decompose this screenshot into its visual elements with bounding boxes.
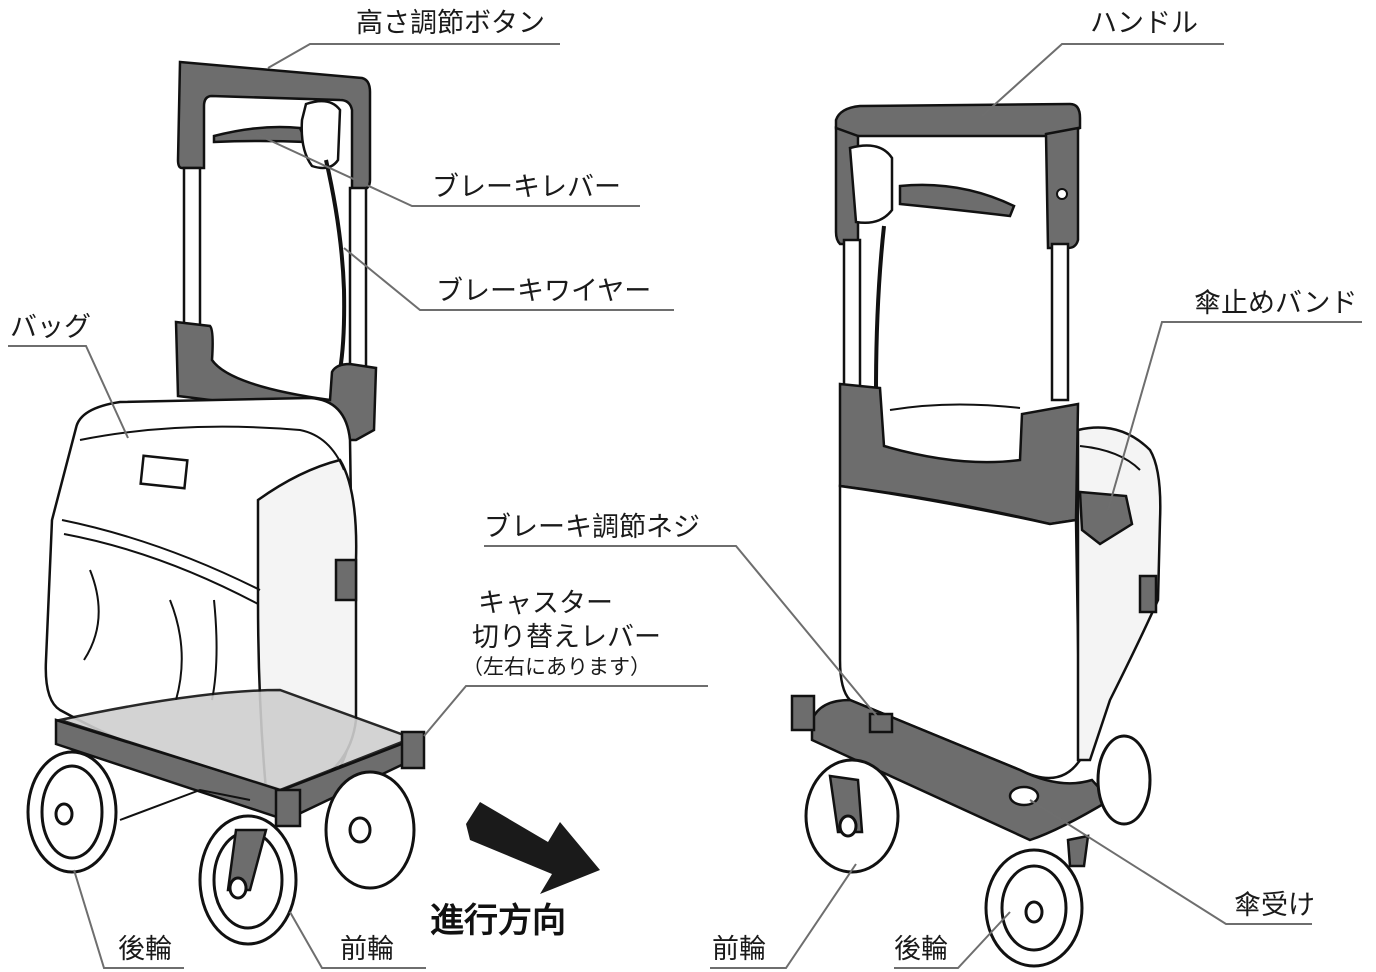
left-caster-lever-front xyxy=(274,788,302,828)
label-rear-wheel-left: 後輪 xyxy=(118,934,172,965)
label-direction: 進行方向 xyxy=(430,901,566,941)
label-caster-line2: 切り替えレバー xyxy=(472,622,661,653)
leader-rear-left xyxy=(73,869,184,969)
label-brake-adjust-screw: ブレーキ調節ネジ xyxy=(484,512,700,543)
left-rear-axle xyxy=(119,788,251,821)
leader-bag xyxy=(8,345,129,439)
right-rear-wheel xyxy=(984,834,1090,968)
leader-front-left xyxy=(289,911,426,969)
right-bag-top xyxy=(889,403,1141,471)
label-front-wheel-right: 前輪 xyxy=(712,934,766,965)
label-umbrella-band: 傘止めバンド xyxy=(1194,288,1357,319)
label-handle: ハンドル xyxy=(1090,8,1198,39)
right-handle-bolt xyxy=(1056,188,1068,200)
left-brake-wire xyxy=(324,159,347,371)
left-pole-left xyxy=(182,166,202,330)
right-brake-adjust-screw xyxy=(868,712,894,734)
left-pole-right xyxy=(348,186,368,370)
leader-brake-lever xyxy=(255,133,640,207)
leader-brake-screw xyxy=(484,545,881,721)
left-rear-wheel-left xyxy=(26,750,118,874)
leader-umbrella-holder xyxy=(1029,799,1312,925)
leader-rear-right xyxy=(894,911,1011,969)
leader-umbrella-band xyxy=(1107,321,1362,511)
left-bag-top-seam xyxy=(79,425,345,471)
left-handle-grip xyxy=(176,60,372,192)
label-bag: バッグ xyxy=(10,312,91,343)
leader-height-button xyxy=(267,43,560,69)
label-brake-lever: ブレーキレバー xyxy=(432,172,621,203)
left-bag-zipper xyxy=(61,519,261,605)
right-bag-body xyxy=(838,484,1082,780)
right-pole-right xyxy=(1050,242,1070,402)
left-brake-lever xyxy=(212,125,308,144)
leader-front-right xyxy=(710,863,857,969)
leader-caster xyxy=(423,685,708,737)
left-front-wheel xyxy=(198,814,298,946)
label-height-button: 高さ調節ボタン xyxy=(356,8,545,39)
right-handle-bar xyxy=(834,102,1082,138)
right-front-wheel xyxy=(804,758,900,874)
label-umbrella-holder: 傘受け xyxy=(1234,890,1315,921)
right-rear-wheel-back xyxy=(1096,734,1152,826)
leader-lines xyxy=(8,43,1362,969)
left-caster-lever xyxy=(400,730,426,770)
right-brake-wire xyxy=(874,225,886,391)
right-caster-lever xyxy=(790,694,816,732)
left-base-top xyxy=(55,688,416,792)
left-rear-wheel-right xyxy=(324,770,416,890)
left-bag-tag xyxy=(139,454,189,490)
label-caster-line1: キャスター xyxy=(478,588,613,619)
label-rear-wheel-right: 後輪 xyxy=(894,934,948,965)
left-bag-pocket-folds xyxy=(83,569,218,701)
right-pole-left xyxy=(842,238,862,392)
right-bag-strap xyxy=(1138,574,1158,614)
right-brake-housing xyxy=(848,144,894,224)
label-front-wheel-left: 前輪 xyxy=(340,934,394,965)
left-bag-strap xyxy=(334,558,358,602)
label-caster-note: （左右にあります） xyxy=(462,655,651,679)
right-umbrella-band xyxy=(1078,490,1134,546)
right-cart-illustration xyxy=(790,102,1162,968)
leader-handle xyxy=(981,43,1224,117)
direction-arrow xyxy=(466,802,600,894)
right-base-platform xyxy=(810,698,1112,842)
leader-brake-wire xyxy=(343,247,674,311)
label-brake-wire: ブレーキワイヤー xyxy=(436,276,651,307)
left-cart-illustration xyxy=(26,60,426,946)
right-brake-lever xyxy=(898,183,1016,218)
